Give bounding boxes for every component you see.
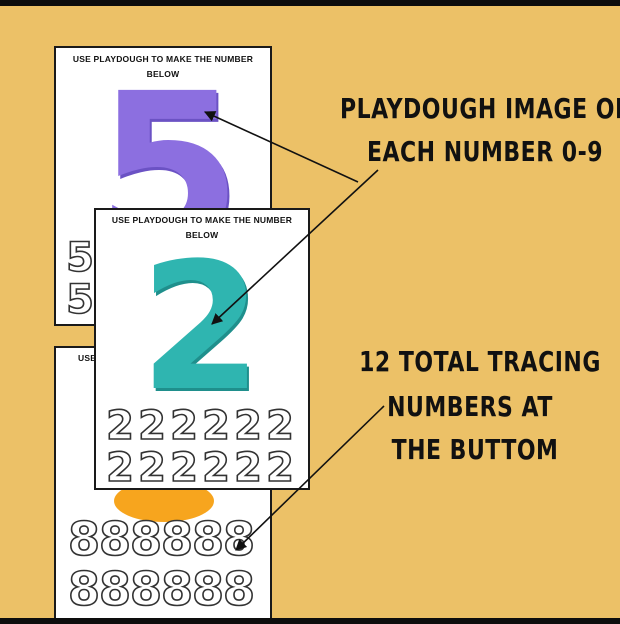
tracing-digit: 8 — [222, 562, 256, 616]
tracing-digit: 5 — [65, 277, 94, 323]
tracing-digit: 8 — [98, 562, 132, 616]
tracing-digit: 2 — [233, 403, 262, 449]
tracing-row-five-2: 5 — [65, 277, 94, 323]
tracing-digit: 8 — [129, 512, 163, 566]
caption-playdough-line-1: PLAYDOUGH IMAGE OF — [340, 94, 620, 126]
tracing-row-five-1: 5 — [65, 235, 94, 281]
tracing-row-eight-1: 8 8 8 8 8 8 — [67, 512, 256, 566]
tracing-digit: 8 — [191, 512, 225, 566]
pointer-arrows — [203, 111, 385, 551]
worksheet-eight-title: USE — [78, 353, 97, 363]
tracing-digit: 2 — [201, 445, 230, 490]
tracing-digit: 8 — [160, 562, 194, 616]
tracing-digit: 2 — [265, 403, 294, 449]
tracing-digit: 8 — [191, 562, 225, 616]
tracing-digit: 2 — [201, 403, 230, 449]
tracing-digit: 2 — [105, 403, 134, 449]
tracing-digit: 2 — [169, 403, 198, 449]
tracing-row-two-2: 2 2 2 2 2 2 — [104, 445, 296, 490]
caption-tracing-line-2: NUMBERS AT — [387, 392, 553, 424]
tracing-row-two-1: 2 2 2 2 2 2 — [104, 403, 296, 449]
tracing-digit: 2 — [137, 445, 166, 490]
tracing-digit: 2 — [233, 445, 262, 490]
worksheet-five-title: USE PLAYDOUGH TO MAKE THE NUMBER BELOW — [72, 54, 254, 79]
tracing-digit: 2 — [137, 403, 166, 449]
worksheet-two: USE PLAYDOUGH TO MAKE THE NUMBER BELOW 2… — [94, 208, 310, 490]
caption-tracing-line-3: THE BUTTOM — [391, 435, 559, 467]
tracing-digit: 2 — [105, 445, 134, 490]
tracing-digit: 8 — [98, 512, 132, 566]
playdough-two: 2 — [139, 225, 263, 430]
product-preview-canvas: USE PLAYDOUGH TO MAKE THE NUMBER BELOW 5… — [0, 6, 620, 618]
caption-tracing-line-1: 12 TOTAL TRACING — [359, 347, 601, 379]
arrow-to-tracing-numbers — [235, 405, 385, 551]
caption-playdough-line-2: EACH NUMBER 0-9 — [366, 137, 604, 169]
tracing-digit: 2 — [265, 445, 294, 490]
arrow-to-teal-two — [211, 169, 379, 325]
tracing-digit: 8 — [160, 512, 194, 566]
tracing-digit: 5 — [65, 235, 94, 281]
tracing-digit: 8 — [67, 512, 101, 566]
arrow-to-purple-five — [203, 111, 359, 183]
worksheet-two-title: USE PLAYDOUGH TO MAKE THE NUMBER BELOW — [111, 215, 293, 240]
tracing-digit: 8 — [67, 562, 101, 616]
tracing-digit: 8 — [129, 562, 163, 616]
tracing-digit: 2 — [169, 445, 198, 490]
tracing-row-eight-2: 8 8 8 8 8 8 — [67, 562, 256, 616]
